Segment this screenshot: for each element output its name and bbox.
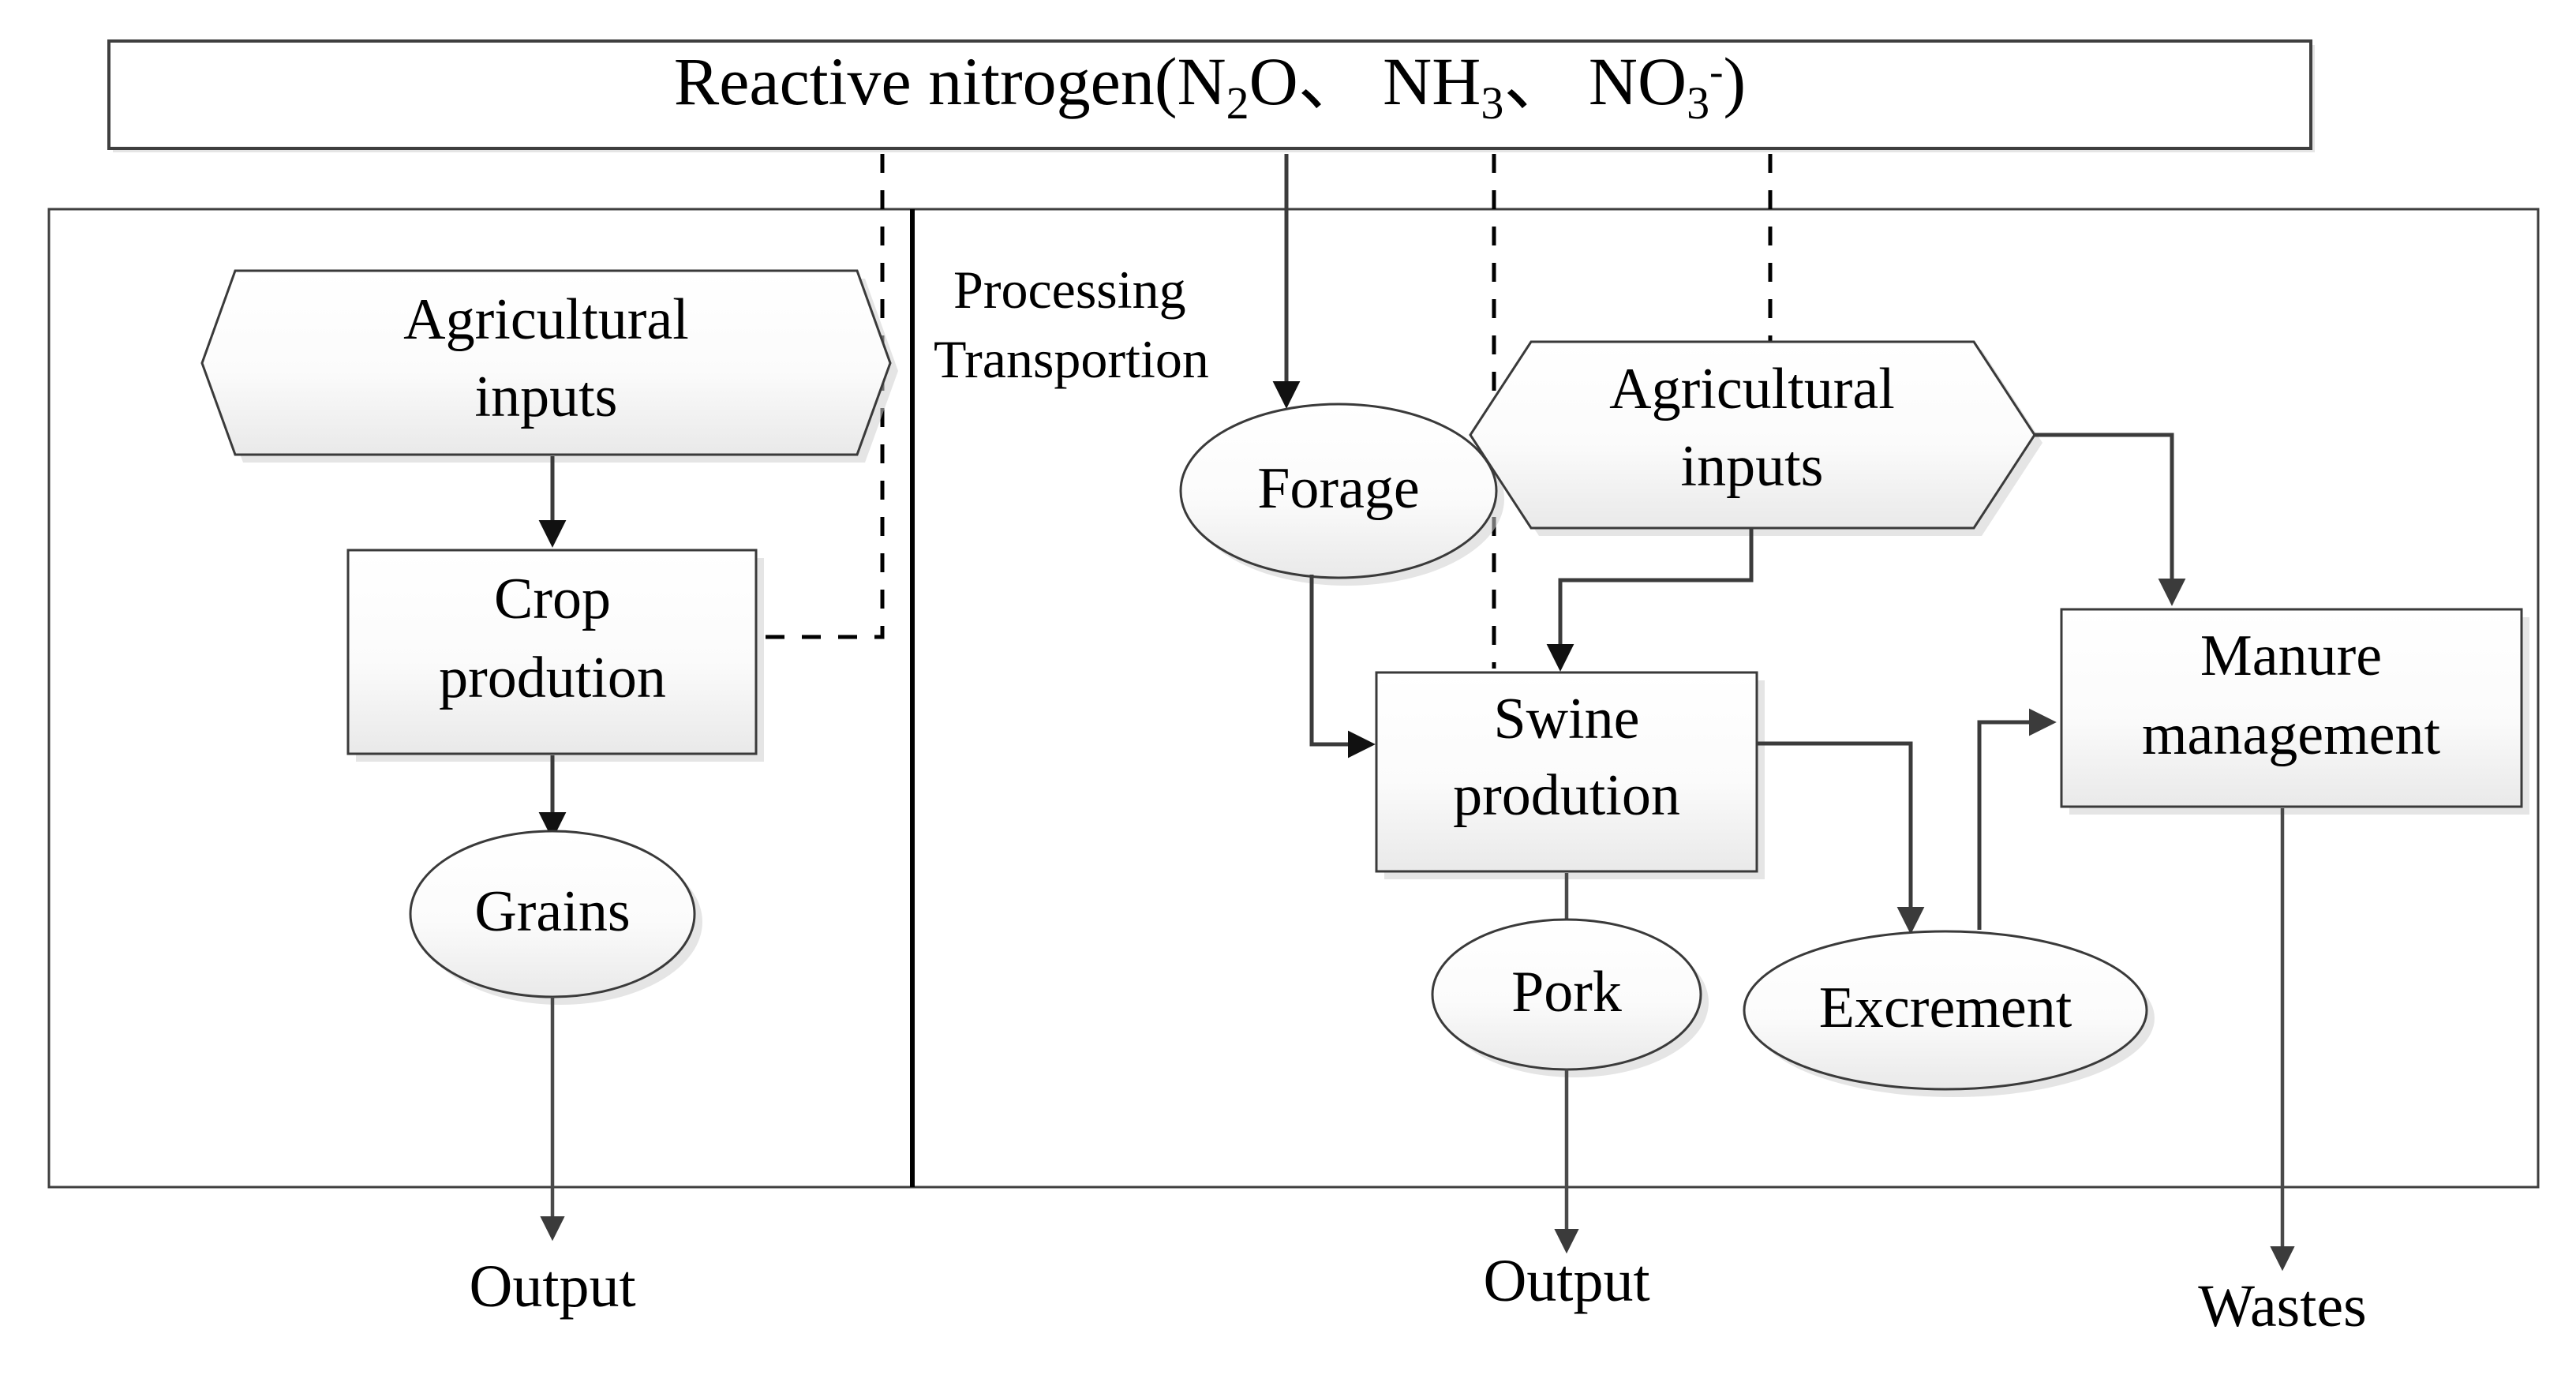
node-agricultural-inputs-left[interactable]: Agricultural inputs <box>200 269 898 463</box>
svg-text:Reactive nitrogen(N2O、 NH3、: Reactive nitrogen(N2O、 NH3、 NO3-) <box>674 43 1746 129</box>
edge-aginputsright-to-swineproduction <box>1546 528 1754 672</box>
terminal-label-wastes: Wastes <box>2198 1273 2366 1339</box>
title-tail: ) <box>1723 43 1746 119</box>
edge-forage-to-swineproduction <box>1309 575 1376 759</box>
node-label-line1: Manure <box>2200 624 2382 688</box>
terminal-label-output-left: Output <box>469 1253 635 1320</box>
edge-label-processing-transportion: Processing Transportion <box>934 260 1209 389</box>
title-sub-3: 3 <box>1687 77 1709 129</box>
title-sub-2: 3 <box>1481 77 1503 129</box>
node-forage[interactable]: Forage <box>1179 403 1504 586</box>
reactive-nitrogen-title-box: Reactive nitrogen(N2O、 NH3、 NO3-) <box>107 39 2315 152</box>
node-label-line1: Crop <box>494 567 611 631</box>
node-swine-production[interactable]: Swine prodution <box>1375 671 1765 879</box>
edge-swineproduction-to-excrement <box>1757 741 1925 935</box>
node-label-line1: Swine <box>1494 687 1640 751</box>
node-label-line2: inputs <box>1681 434 1824 499</box>
node-label-line1: Forage <box>1257 456 1420 521</box>
edge-label-line1: Processing <box>953 260 1186 320</box>
title-sup-3: - <box>1709 50 1723 95</box>
node-excrement[interactable]: Excrement <box>1743 930 2155 1097</box>
edge-label-line2: Transportion <box>934 329 1209 389</box>
node-label-line1: Grains <box>474 879 630 944</box>
title-lead: Reactive nitrogen(N <box>674 43 1226 119</box>
node-label-line2: prodution <box>439 646 666 710</box>
edge-aginputsright-to-manuremanagement <box>2035 433 2186 606</box>
node-grains[interactable]: Grains <box>409 830 702 1005</box>
node-label-line1: Excrement <box>1819 976 2072 1040</box>
nr-dashed-line-crop <box>758 154 885 639</box>
edge-excrement-to-manuremanagement <box>1977 708 2057 930</box>
title-sub-1: 2 <box>1226 77 1249 129</box>
title-mid-2: 、 NO <box>1503 43 1687 119</box>
node-label-line1: Pork <box>1511 960 1622 1025</box>
node-agricultural-inputs-right[interactable]: Agricultural inputs <box>1469 340 2042 536</box>
title-mid-1: O、 NH <box>1249 43 1481 119</box>
node-manure-management[interactable]: Manure management <box>2060 608 2529 815</box>
system-boundary-panel <box>47 208 2540 1189</box>
terminal-label-output-right: Output <box>1483 1248 1649 1314</box>
node-crop-production[interactable]: Crop prodution <box>346 549 764 762</box>
node-label-line2: prodution <box>1453 763 1680 828</box>
node-label-line2: inputs <box>475 365 618 429</box>
node-label-line2: management <box>2142 702 2440 767</box>
node-label-line1: Agricultural <box>403 287 689 352</box>
node-pork[interactable]: Pork <box>1431 918 1709 1077</box>
node-label-line1: Agricultural <box>1609 357 1895 421</box>
